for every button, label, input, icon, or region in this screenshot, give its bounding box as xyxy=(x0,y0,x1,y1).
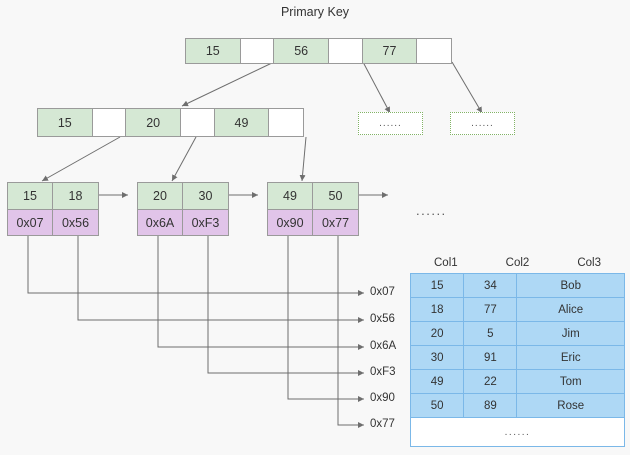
leaf-pointer-row: 0x6A 0xF3 xyxy=(138,209,228,235)
table-cell: 49 xyxy=(409,369,465,394)
leaf-key-cell[interactable]: 15 xyxy=(8,183,53,209)
table-cell: Bob xyxy=(516,273,625,298)
data-table: Col1 Col2 Col3 15 34 Bob 18 77 Alice 20 … xyxy=(409,253,625,447)
internal-key-cell[interactable]: 15 xyxy=(38,109,93,136)
internal-key-cell[interactable]: 20 xyxy=(126,109,181,136)
leaf-key-row: 15 18 xyxy=(8,183,98,209)
address-label: 0x77 xyxy=(370,418,395,430)
table-cell: 30 xyxy=(409,345,465,370)
leaf-node[interactable]: 15 18 0x07 0x56 xyxy=(7,182,99,236)
leaf-pointer-cell[interactable]: 0xF3 xyxy=(183,209,228,235)
internal-node[interactable]: 15 20 49 xyxy=(37,108,304,137)
leaf-node[interactable]: 49 50 0x90 0x77 xyxy=(267,182,359,236)
address-label: 0xF3 xyxy=(370,366,396,378)
root-pointer-cell[interactable] xyxy=(240,39,275,63)
leaf-pointer-cell[interactable]: 0x56 xyxy=(53,209,98,235)
leaf-key-row: 20 30 xyxy=(138,183,228,209)
table-body: 15 34 Bob 18 77 Alice 20 5 Jim 30 91 Eri… xyxy=(409,273,625,447)
leaf-pointer-row: 0x90 0x77 xyxy=(268,209,358,235)
page-title: Primary Key xyxy=(280,5,350,19)
leaf-node[interactable]: 20 30 0x6A 0xF3 xyxy=(137,182,229,236)
table-row[interactable]: 18 77 Alice xyxy=(409,297,625,322)
internal-pointer-cell[interactable] xyxy=(180,109,215,136)
table-footer-ellipsis: ...... xyxy=(410,417,625,447)
root-pointer-cell[interactable] xyxy=(328,39,363,63)
leaf-key-cell[interactable]: 18 xyxy=(53,183,98,209)
table-cell: Rose xyxy=(516,393,625,418)
table-row[interactable]: 50 89 Rose xyxy=(409,393,625,418)
root-pointer-cell[interactable] xyxy=(417,39,452,63)
leaf-pointer-row: 0x07 0x56 xyxy=(8,209,98,235)
table-cell: Alice xyxy=(516,297,625,322)
table-footer-row: ...... xyxy=(410,417,625,447)
table-row[interactable]: 49 22 Tom xyxy=(409,369,625,394)
address-label: 0x56 xyxy=(370,313,395,325)
table-cell: 77 xyxy=(463,297,518,322)
table-cell: 18 xyxy=(409,297,465,322)
table-cell: 91 xyxy=(463,345,518,370)
table-header-col2: Col2 xyxy=(505,257,530,269)
leaf-key-cell[interactable]: 30 xyxy=(183,183,228,209)
leaf-key-cell[interactable]: 50 xyxy=(313,183,358,209)
table-cell: Tom xyxy=(516,369,625,394)
internal-pointer-cell[interactable] xyxy=(92,109,127,136)
internal-pointer-cell[interactable] xyxy=(269,109,304,136)
leaf-key-cell[interactable]: 20 xyxy=(138,183,183,209)
address-label: 0x90 xyxy=(370,392,395,404)
table-cell: 20 xyxy=(409,321,465,346)
leaf-chain-ellipsis: ...... xyxy=(416,203,447,218)
table-header-col3: Col3 xyxy=(577,257,601,269)
table-cell: 34 xyxy=(463,273,518,298)
root-key-cell[interactable]: 15 xyxy=(186,39,241,63)
leaf-key-row: 49 50 xyxy=(268,183,358,209)
table-row[interactable]: 15 34 Bob xyxy=(409,273,625,298)
root-node[interactable]: 15 56 77 xyxy=(185,38,452,64)
table-cell: 22 xyxy=(463,369,518,394)
address-label: 0x07 xyxy=(370,286,395,298)
root-key-cell[interactable]: 77 xyxy=(362,39,418,63)
table-cell: 15 xyxy=(409,273,465,298)
table-cell: 89 xyxy=(463,393,518,418)
table-cell: Eric xyxy=(516,345,625,370)
root-key-cell[interactable]: 56 xyxy=(274,39,329,63)
table-cell: Jim xyxy=(516,321,625,346)
table-cell: 50 xyxy=(409,393,465,418)
table-header-row: Col1 Col2 Col3 xyxy=(410,253,625,273)
table-row[interactable]: 20 5 Jim xyxy=(409,321,625,346)
placeholder-node[interactable]: ...... xyxy=(358,112,423,135)
leaf-pointer-cell[interactable]: 0x07 xyxy=(8,209,53,235)
leaf-pointer-cell[interactable]: 0x90 xyxy=(268,209,313,235)
placeholder-node[interactable]: ...... xyxy=(450,112,515,135)
table-cell: 5 xyxy=(463,321,518,346)
table-row[interactable]: 30 91 Eric xyxy=(409,345,625,370)
leaf-pointer-cell[interactable]: 0x6A xyxy=(138,209,183,235)
address-label: 0x6A xyxy=(370,340,397,352)
leaf-key-cell[interactable]: 49 xyxy=(268,183,313,209)
table-header-col1: Col1 xyxy=(434,257,458,269)
leaf-pointer-cell[interactable]: 0x77 xyxy=(313,209,358,235)
internal-key-cell[interactable]: 49 xyxy=(214,109,270,136)
